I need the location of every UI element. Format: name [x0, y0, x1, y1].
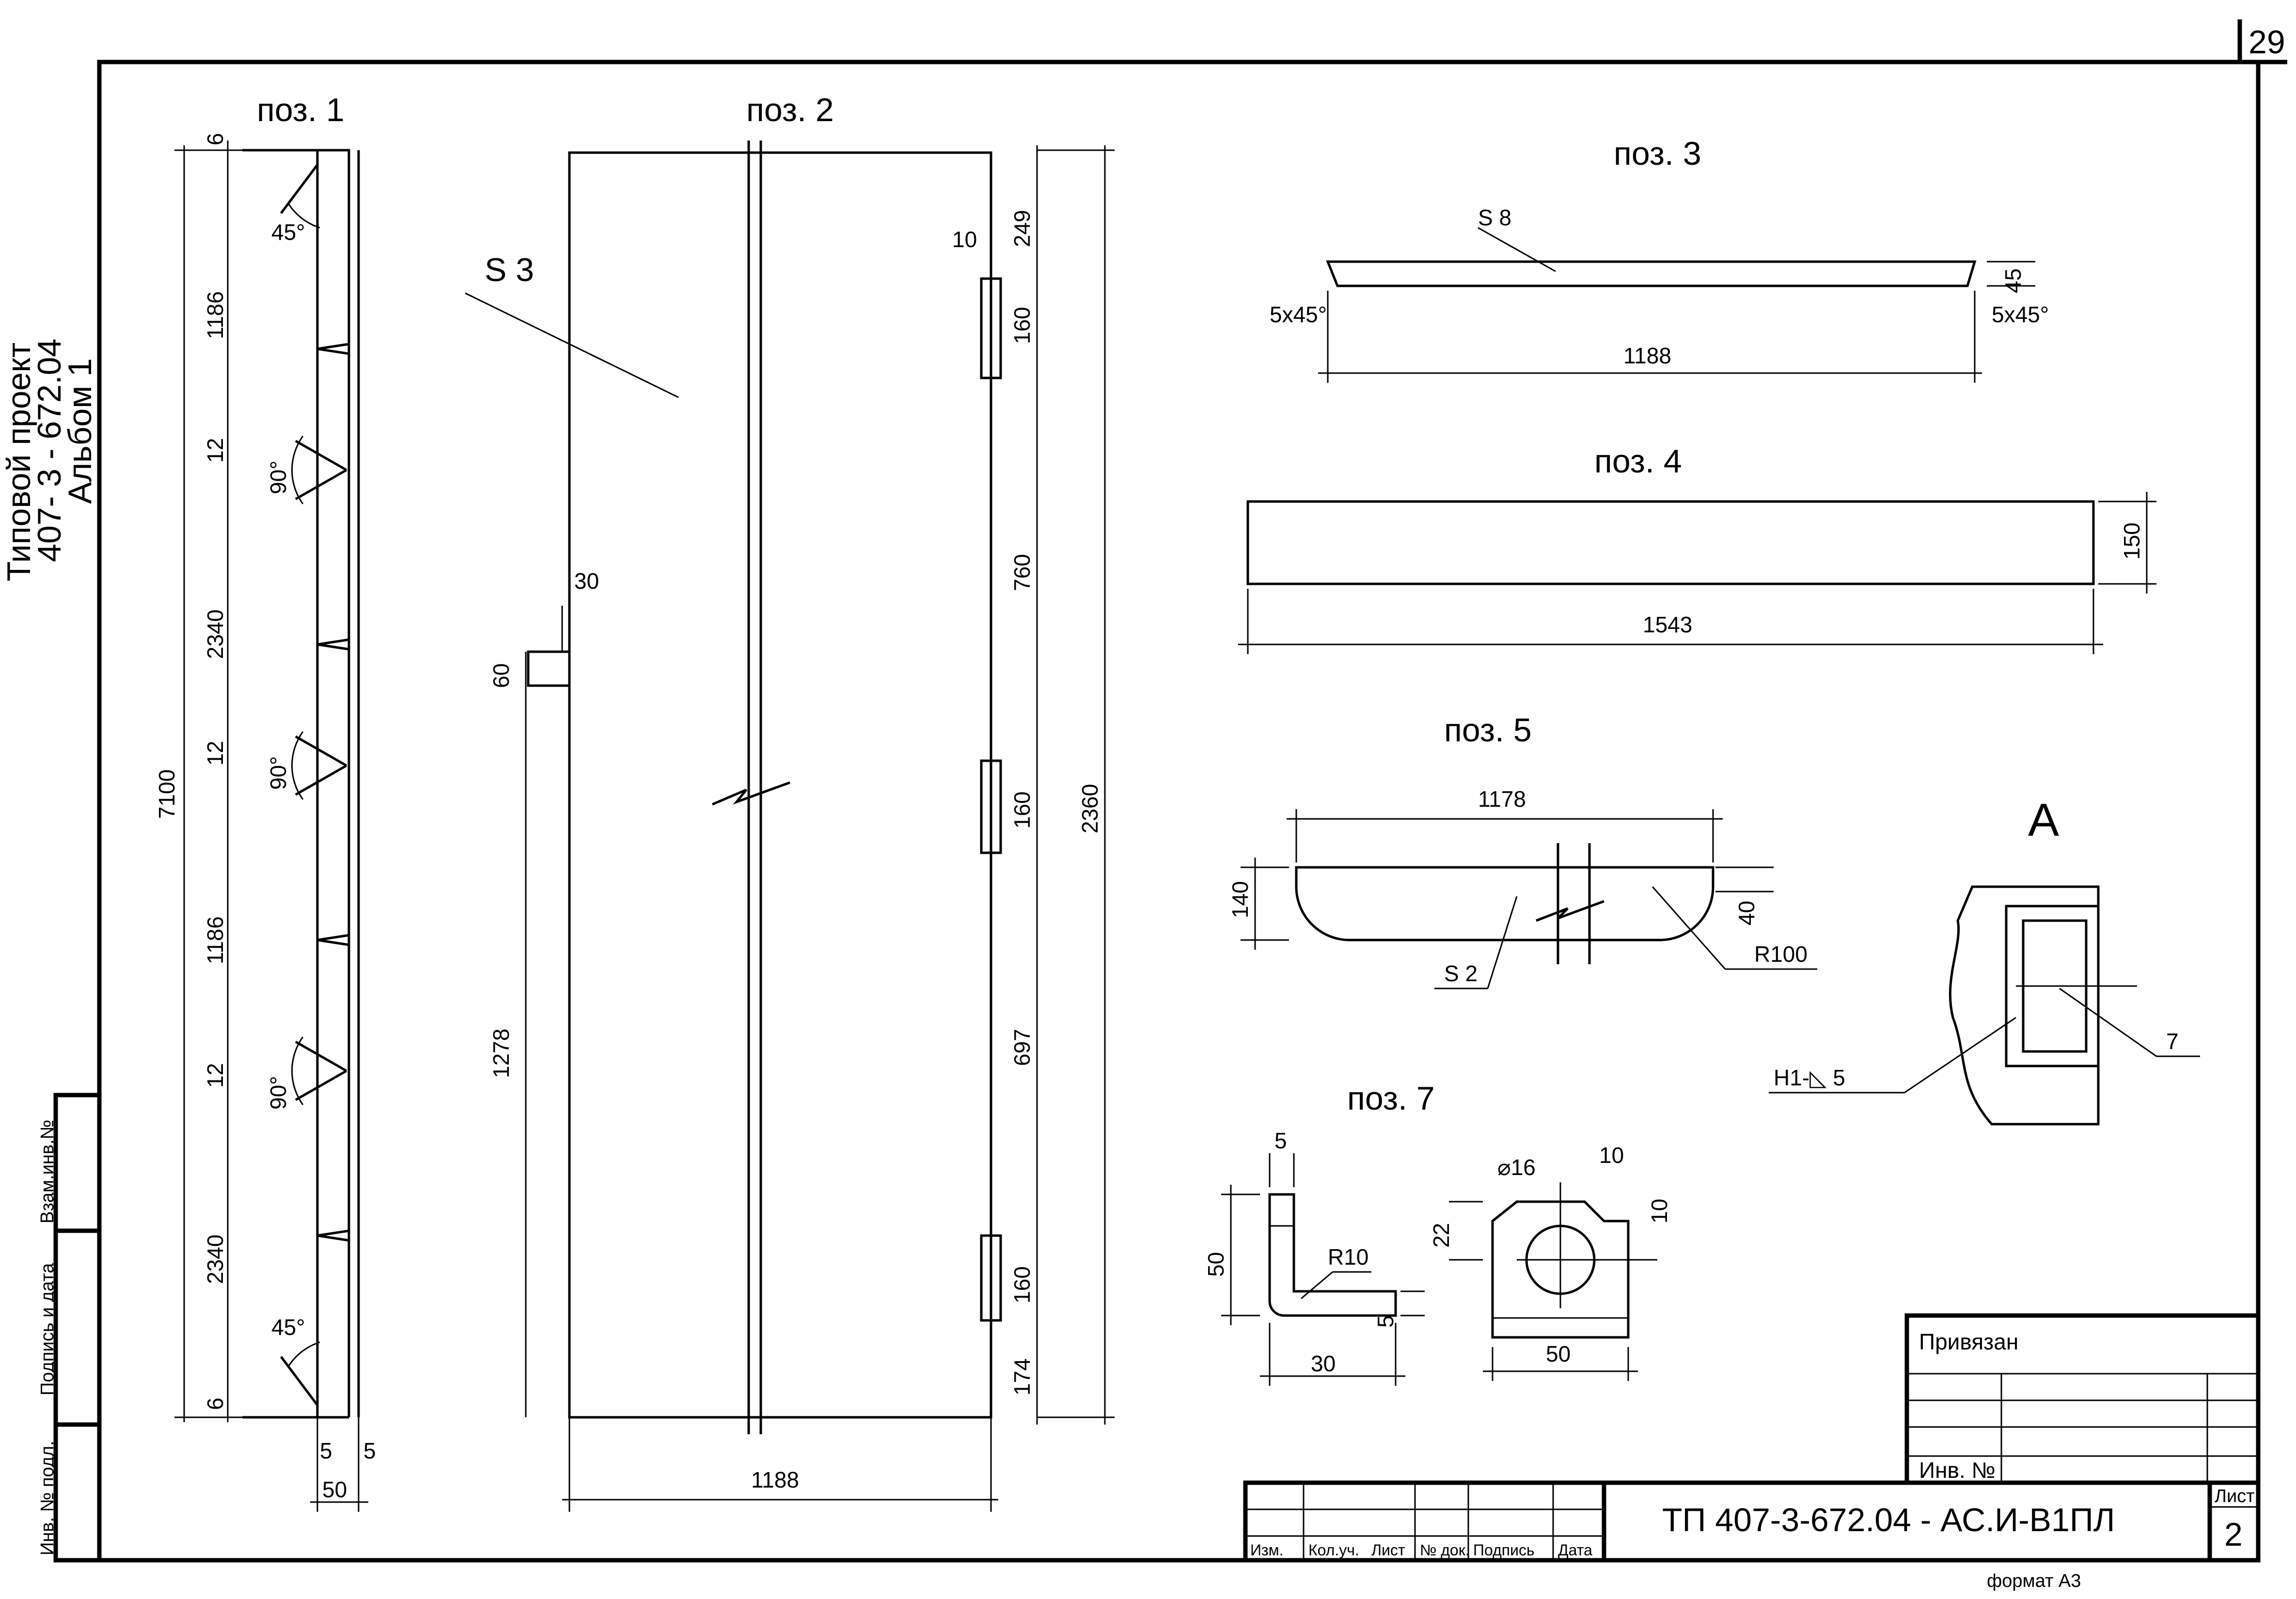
pos3-length: 1188 [1623, 343, 1671, 368]
pos4-height: 150 [2119, 522, 2144, 560]
pos7-plate-width: 50 [1546, 1341, 1571, 1366]
pos1-angle-3: 90° [266, 756, 291, 790]
pos4-title: поз. 4 [1594, 443, 1682, 480]
pos3-chamfer-left: 5x45° [1270, 302, 1327, 327]
pos1-seg-6: 1186 [203, 916, 228, 964]
pos1-bottom-dim-1: 5 [320, 1438, 332, 1463]
pos7-hole-offset: 22 [1429, 1223, 1454, 1248]
detailA-weld-label: Н1-◺ 5 [1774, 1065, 1845, 1090]
title-col-list: Лист [1371, 1541, 1405, 1559]
pos3-chamfer-right: 5x45° [1992, 302, 2049, 327]
format-label: формат А3 [1987, 1571, 2081, 1591]
pos5-height: 140 [1227, 881, 1253, 918]
pos1-seg-2: 1186 [203, 291, 228, 339]
project-line-2: 407- 3 - 672.04 [31, 339, 68, 562]
pos2-seg-5: 697 [1009, 1029, 1035, 1066]
left-stamp: Взам.инв.№ Подпись и дата Инв. № подл. [37, 1093, 102, 1563]
page-number: 29 [2249, 24, 2285, 61]
title-col-podpis: Подпись [1473, 1541, 1535, 1559]
pos5-title: поз. 5 [1444, 712, 1532, 749]
pos7-chamfer-h: 10 [1599, 1143, 1624, 1168]
view-pos5: поз. 5 1178 140 40 R100 S 2 [1227, 712, 1817, 989]
detailA-callout: 7 [2166, 1029, 2179, 1054]
sheet-frame: 29 формат А3 [97, 19, 2287, 1591]
pos1-angle-5: 45° [271, 1315, 305, 1340]
title-inv-no: Инв. № [1919, 1458, 1996, 1483]
pos7-flange-dim: 5 [1373, 1315, 1398, 1328]
pos1-seg-9: 6 [203, 1397, 228, 1410]
pos2-seg-1: 249 [1009, 210, 1035, 247]
pos7-title: поз. 7 [1347, 1080, 1435, 1117]
view-detail-a: А 7 Н1-◺ 5 [1769, 794, 2200, 1126]
pos2-tab-height: 60 [488, 663, 514, 688]
view-pos1: поз. 1 45° 90° 90° 90° 45° 7100 6 1186 1… [154, 92, 376, 1512]
pos1-angle-1: 45° [271, 219, 305, 245]
title-sheet-no: 2 [2224, 1516, 2243, 1553]
pos5-inner-dim: 40 [1734, 901, 1759, 925]
title-col-data: Дата [1558, 1541, 1592, 1559]
pos5-length: 1178 [1478, 786, 1526, 812]
pos1-angle-2: 90° [266, 460, 291, 494]
pos2-height: 2360 [1077, 784, 1102, 833]
pos2-edge-offset: 10 [952, 227, 977, 252]
pos1-seg-7: 12 [203, 1063, 228, 1088]
pos2-seg-2: 160 [1009, 307, 1035, 344]
pos7-hole: ⌀16 [1497, 1155, 1536, 1180]
pos2-tab-offset: 1278 [488, 1029, 514, 1078]
pos1-seg-5: 12 [203, 741, 228, 766]
title-code: ТП 407-3-672.04 - АС.И-В1ПЛ [1662, 1502, 2115, 1538]
pos2-seg-6: 160 [1009, 1266, 1035, 1303]
pos7-radius: R10 [1328, 1244, 1368, 1270]
project-line-1: Типовой проект [0, 343, 37, 581]
pos1-title: поз. 1 [257, 92, 345, 128]
pos3-thickness: S 8 [1478, 205, 1511, 230]
detailA-title: А [2028, 794, 2059, 846]
pos1-seg-8: 2340 [203, 1235, 228, 1284]
pos7-chamfer-v: 10 [1647, 1199, 1672, 1223]
pos1-seg-4: 2340 [203, 610, 228, 659]
pos5-radius: R100 [1754, 941, 1808, 967]
pos5-thickness: S 2 [1444, 961, 1478, 986]
title-sheet-label: Лист [2215, 1486, 2255, 1506]
pos2-seg-7: 174 [1009, 1358, 1035, 1395]
pos3-title: поз. 3 [1614, 135, 1701, 172]
pos1-bottom-dim-3: 50 [322, 1477, 347, 1502]
stamp-inv-podl: Инв. № подл. [37, 1441, 58, 1555]
view-pos2: поз. 2 S 3 1188 2360 249 160 760 160 697… [465, 92, 1115, 1512]
pos2-width: 1188 [751, 1467, 799, 1492]
title-block: Привязан Инв. № Изм. Кол.уч. Лист № док.… [1243, 1313, 2261, 1563]
pos2-seg-4: 160 [1009, 791, 1035, 829]
pos1-seg-3: 12 [203, 438, 228, 463]
pos1-angle-4: 90° [266, 1076, 291, 1110]
pos7-leg-dim: 30 [1311, 1351, 1336, 1376]
pos7-thickness-dim: 5 [1274, 1128, 1287, 1153]
pos1-total-height: 7100 [154, 769, 179, 819]
title-privyazan: Привязан [1919, 1329, 2018, 1354]
stamp-vzam-inv: Взам.инв.№ [37, 1120, 58, 1223]
side-project-label: Типовой проект 407- 3 - 672.04 Альбом 1 [0, 339, 98, 581]
pos2-title: поз. 2 [746, 92, 834, 128]
view-pos4: поз. 4 1543 150 [1238, 443, 2156, 654]
pos1-seg-1: 6 [203, 133, 228, 145]
pos2-seg-3: 760 [1009, 554, 1035, 591]
pos2-thickness: S 3 [485, 251, 534, 288]
pos1-bottom-dim-2: 5 [363, 1438, 376, 1463]
pos4-length: 1543 [1643, 612, 1692, 637]
stamp-podpis-data: Подпись и дата [37, 1263, 58, 1395]
pos3-height: 45 [2000, 268, 2026, 293]
pos2-tab-width: 30 [574, 568, 599, 594]
view-pos7: поз. 7 50 5 30 5 R10 50 ⌀16 10 10 22 [1203, 1080, 1672, 1386]
title-col-izm: Изм. [1250, 1541, 1284, 1559]
title-col-koluch: Кол.уч. [1308, 1541, 1359, 1559]
project-line-3: Альбом 1 [62, 358, 98, 504]
title-col-ndok: № док. [1420, 1541, 1470, 1559]
pos7-height-dim: 50 [1203, 1252, 1228, 1277]
view-pos3: поз. 3 1188 S 8 5x45° 5x45° 45 [1270, 135, 2049, 383]
